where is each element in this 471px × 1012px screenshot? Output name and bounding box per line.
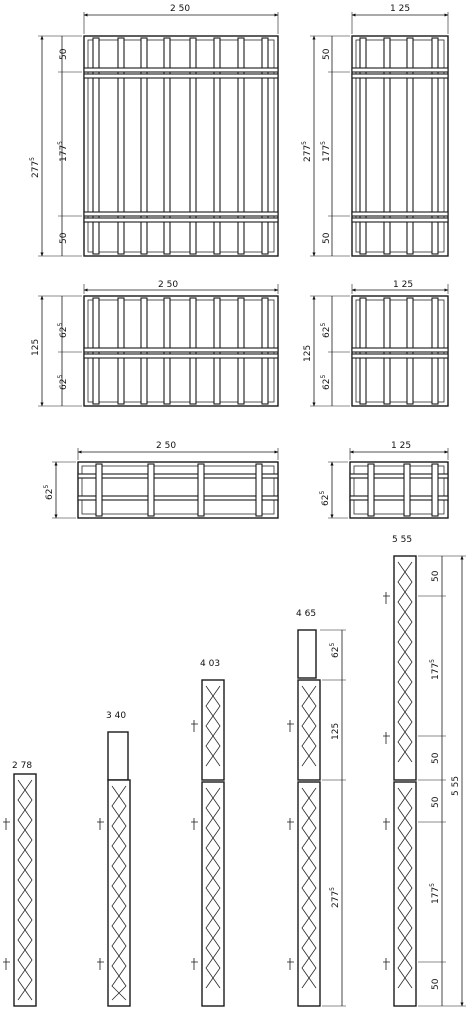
elevation-555-label: 5 55 [392,535,412,545]
elevation-555-e: 1775 [429,883,441,904]
plan-small-125-width: 1 25 [393,280,413,290]
plan-large-277-height: 2775 [29,157,41,178]
plan-large-62-width: 2 50 [156,441,176,451]
elevation-555: 5 55 50 1775 50 50 1775 50 5 55 [383,535,466,1007]
elevation-465: 4 65 625 125 2775 [287,609,346,1007]
elevation-555-b: 1775 [429,659,441,680]
plan-large-125: 2 50 125 625 625 [31,280,279,407]
plan-large-277-width: 2 50 [170,4,190,14]
plan-large-277-top: 50 [59,48,69,60]
plan-large-277-crossbeams [83,67,279,223]
elevation-340-label: 3 40 [106,711,126,721]
elevation-403: 4 03 [191,659,225,1007]
plan-large-125-width: 2 50 [158,280,178,290]
plan-small-277: 1 25 2775 50 1775 50 [301,4,449,257]
plan-small-62-height: 625 [319,491,331,506]
elevation-465-label: 4 65 [296,609,316,619]
plan-small-277-mid: 1775 [320,141,332,162]
elevation-340: 3 40 [97,711,131,1007]
elevation-465-top: 625 [329,643,341,658]
elevation-555-f: 50 [431,978,441,990]
plan-small-277-width: 1 25 [390,4,410,14]
elevation-555-a: 50 [431,570,441,582]
plan-small-125-height: 125 [303,345,313,362]
plan-small-62: 1 25 625 [319,441,449,519]
plan-large-277: 2 50 2775 50 1775 50 [29,4,279,257]
plan-large-277-bottom: 50 [59,232,69,244]
plan-large-125-height: 125 [31,339,41,356]
elevation-555-total: 5 55 [451,776,461,796]
plan-large-125-lower: 625 [57,375,69,390]
plan-small-277-top: 50 [322,48,332,60]
plan-large-62-height: 625 [43,485,55,500]
plan-small-125-upper: 625 [320,323,332,338]
elevation-403-label: 4 03 [200,659,220,669]
plan-small-277-height: 2775 [301,141,313,162]
plan-small-125: 1 25 125 625 625 [303,280,449,407]
plan-small-125-lower: 625 [320,375,332,390]
elevation-278: 2 78 [3,761,37,1007]
elevation-465-mid: 125 [331,723,341,740]
plan-large-277-mid: 1775 [57,141,69,162]
plan-small-62-width: 1 25 [391,441,411,451]
plan-small-277-bottom: 50 [322,232,332,244]
elevation-555-c: 50 [431,752,441,764]
plan-large-125-upper: 625 [57,323,69,338]
elevation-465-low: 2775 [329,887,341,908]
elevation-555-d: 50 [431,796,441,808]
elevation-278-label: 2 78 [12,761,32,771]
plan-large-277-posts [92,37,269,255]
plan-large-62: 2 50 625 [43,441,279,519]
